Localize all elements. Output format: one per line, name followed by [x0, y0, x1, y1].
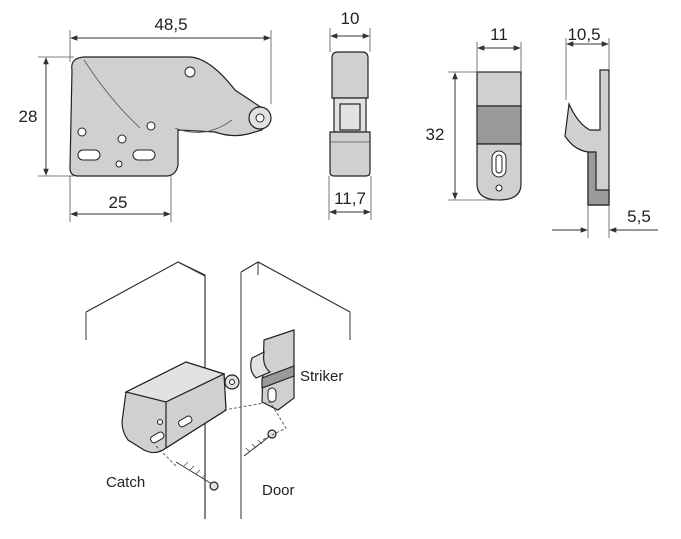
dimension-catch-width: 48,5	[154, 15, 187, 34]
dimension-profile-thickness: 5,5	[627, 207, 651, 226]
striker-front-view	[476, 71, 522, 201]
dimension-side-top: 10	[341, 9, 360, 28]
catch-installed	[121, 361, 240, 454]
dimension-striker-width: 11	[490, 25, 508, 44]
screw-striker	[243, 429, 277, 457]
dimension-side-bottom: 11,7	[334, 189, 366, 208]
label-catch: Catch	[106, 474, 145, 491]
door-panel	[240, 261, 351, 519]
screw-catch	[175, 461, 219, 491]
dimension-profile-top: 10,5	[567, 25, 600, 44]
label-striker: Striker	[300, 368, 343, 385]
dimension-catch-base: 25	[109, 193, 128, 212]
catch-side-view	[329, 51, 371, 177]
striker-installed	[250, 329, 295, 411]
catch-front-view	[69, 56, 272, 177]
label-door: Door	[262, 482, 295, 499]
dimension-catch-height: 28	[19, 107, 38, 126]
striker-profile-view	[564, 69, 610, 206]
dimension-striker-height: 32	[426, 125, 445, 144]
